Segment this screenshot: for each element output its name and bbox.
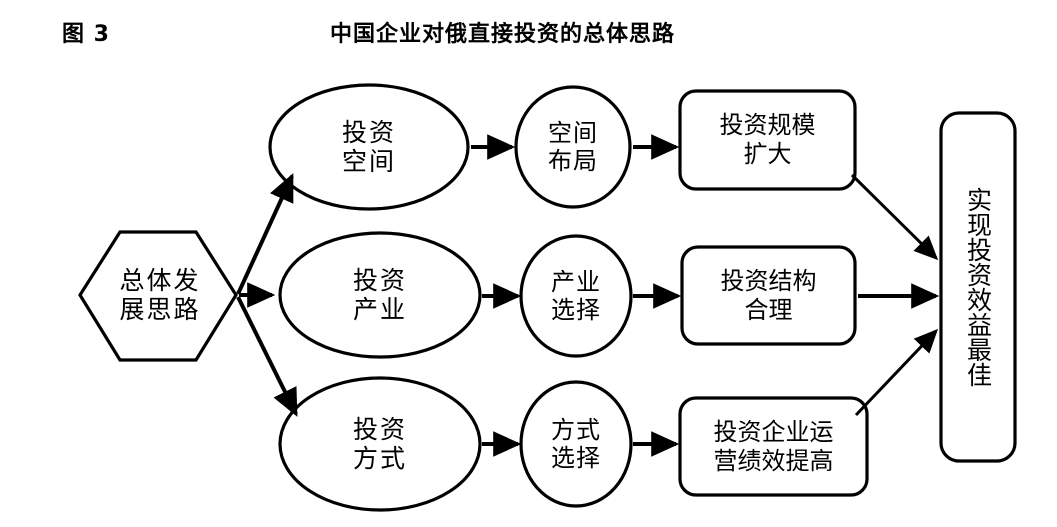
arrow-row3-to-target (854, 328, 939, 417)
target-node-rect[interactable] (939, 111, 1017, 463)
figure-number-label: 图 3 (62, 22, 110, 47)
row1-rect-scale-expansion[interactable] (678, 89, 857, 191)
row2-rect-structure-rational[interactable] (680, 245, 857, 346)
row2-ellipse-investment-industry[interactable] (278, 231, 482, 359)
arrow-source-to-row3 (236, 296, 298, 417)
figure-title: 中国企业对俄直接投资的总体思路 (330, 22, 676, 47)
arrow-row1-to-target (850, 173, 939, 261)
row1-ellipse-investment-space[interactable] (268, 83, 470, 211)
row1-circle-spatial-layout[interactable] (514, 85, 632, 209)
arrow-source-to-row1 (236, 173, 294, 295)
row3-rect-operating-performance[interactable] (678, 396, 869, 497)
source-node-hexagon[interactable] (78, 230, 238, 362)
row3-ellipse-investment-mode[interactable] (278, 376, 482, 512)
row3-circle-mode-selection[interactable] (519, 380, 633, 508)
row2-circle-industry-selection[interactable] (519, 234, 633, 358)
